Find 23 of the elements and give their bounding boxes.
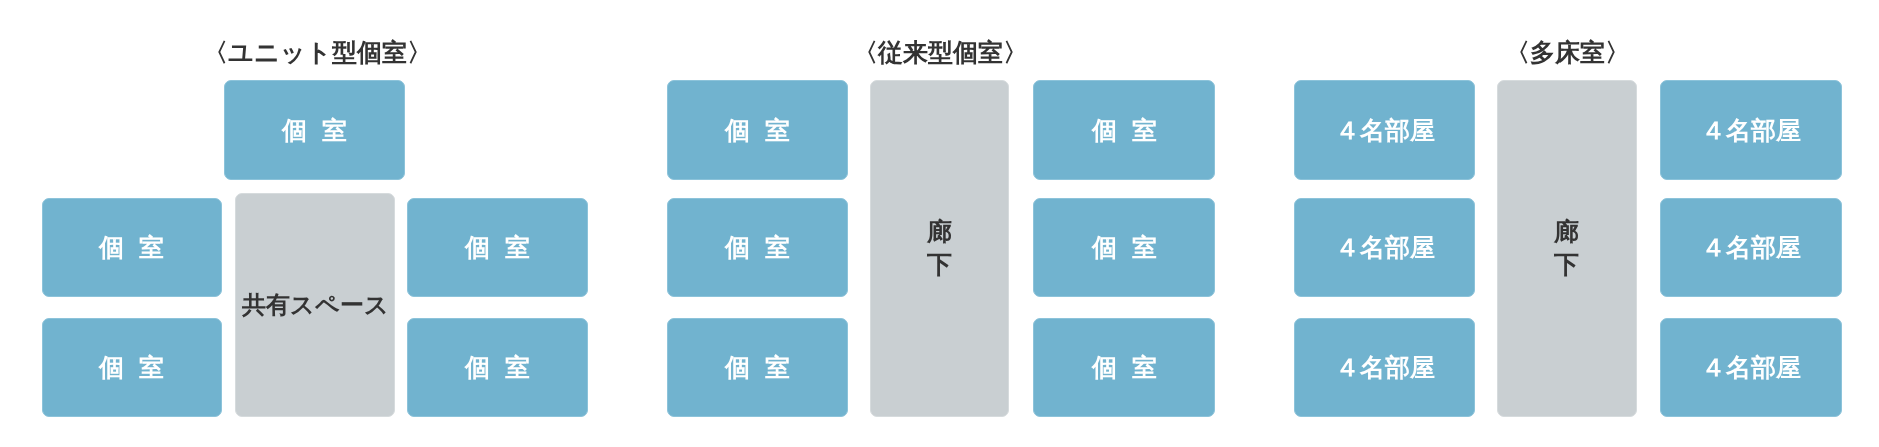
room-tile: 個室 <box>224 80 405 180</box>
room-tile: 個室 <box>407 197 589 298</box>
room-tile: 個室 <box>1032 317 1216 417</box>
room-tile: ４名部屋 <box>1659 317 1842 417</box>
room-tile: ４名部屋 <box>1659 80 1842 180</box>
section-heading: 〈従来型個室〉 <box>853 36 1029 69</box>
room-tile: ４名部屋 <box>1294 197 1476 298</box>
room-tile: 個室 <box>1032 80 1216 180</box>
room-tile: 個室 <box>407 317 589 417</box>
room-tile: 個室 <box>41 317 222 417</box>
room-tile: ４名部屋 <box>1294 317 1476 417</box>
room-tile: ４名部屋 <box>1659 197 1842 298</box>
room-tile: ４名部屋 <box>1294 80 1476 180</box>
shared-space-tile: 共有スペース <box>234 192 396 417</box>
room-tile: 個室 <box>667 317 849 417</box>
room-tile: 個室 <box>41 197 222 298</box>
section-heading: 〈ユニット型個室〉 <box>203 36 433 69</box>
room-tile: 個室 <box>1032 197 1216 298</box>
corridor-tile: 廊下 <box>870 80 1009 417</box>
section-heading: 〈多床室〉 <box>1504 36 1630 69</box>
room-tile: 個室 <box>667 80 849 180</box>
corridor-tile: 廊下 <box>1496 80 1637 417</box>
room-tile: 個室 <box>667 197 849 298</box>
